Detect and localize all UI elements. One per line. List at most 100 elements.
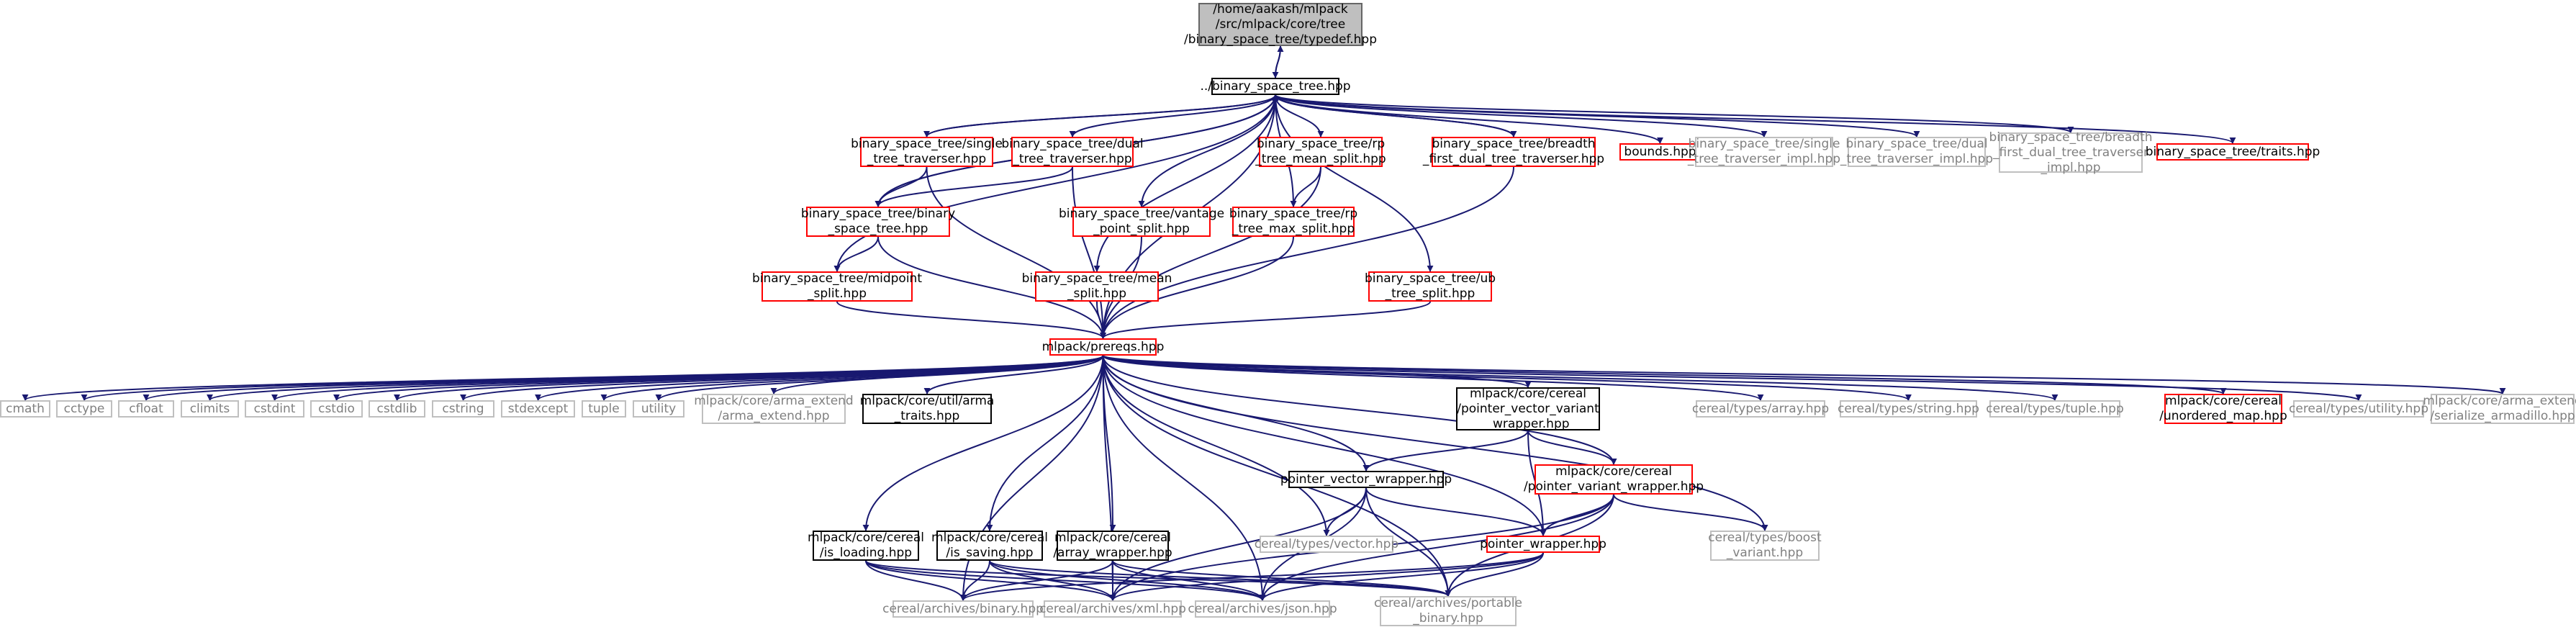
node-boost-variant: cereal/types/boost _variant.hpp [1708,531,1822,561]
edge-prereqs-to-arma_extend [770,355,1104,394]
edge-is_saving-to-ca_json [989,560,1266,601]
edge-is_saving-to-ca_xml [989,560,1116,601]
edge-midpoint-to-prereqs [836,301,1106,339]
node-unordered-map[interactable]: mlpack/core/cereal /unordered_map.hpp [2159,394,2287,424]
edge-bst_hpp-to-mean_split [1093,94,1276,272]
edge-bst_hpp-to-dual_impl [1275,94,1920,137]
node-traits-hpp[interactable]: binary_space_tree/traits.hpp [2146,143,2320,161]
edge-bst_hpp-to-vantage [1138,94,1276,207]
edge-pvvw-to-pvw [1362,430,1529,472]
edge-bst_hpp-to-rp_mean [1275,94,1324,137]
edge-prereqs-to-ct_array [1102,355,1764,401]
edge-prereqs-to-array_wrapper [1102,355,1116,531]
edge-pointer_wrapper-to-ca_portable [1445,552,1544,597]
edge-is_loading-to-ca_portable [865,560,1452,597]
node-pointer-variant-wrapper[interactable]: mlpack/core/cereal /pointer_variant_wrap… [1523,464,1704,495]
node-ub-tree-split[interactable]: binary_space_tree/ub _tree_split.hpp [1364,271,1496,302]
node-cereal-types-vector: cereal/types/vector.hpp [1255,536,1398,553]
edge-prereqs-to-boost_variant [1102,355,1768,531]
node-cereal-types-tuple: cereal/types/tuple.hpp [1986,400,2124,418]
edge-array_wrapper-to-ca_portable [1112,560,1452,597]
edge-array_wrapper-to-ca_binary [959,560,1113,601]
node-cereal-types-utility: cereal/types/utility.hpp [2289,400,2428,418]
node-bounds-hpp[interactable]: bounds.hpp [1619,143,1701,161]
edge-single_trav-to-bst_hpp [926,94,1279,137]
edge-prereqs-to-ct_utility [1102,355,2362,401]
edge-is_loading-to-ca_xml [865,560,1116,601]
edge-bst_hpp-to-traits [1275,94,2236,144]
node-rp-tree-max-split[interactable]: binary_space_tree/rp _tree_max_split.hpp [1229,207,1358,237]
node-cstdio: cstdio [310,400,363,418]
edge-pointer_wrapper-to-ca_json [1259,552,1544,601]
node-vantage-point-split[interactable]: binary_space_tree/vantage _point_split.h… [1058,207,1225,237]
edge-prereqs-to-ct_tuple [1102,355,2058,401]
edge-prereqs-to-ct_vector [1102,355,1330,536]
edge-prereqs-to-is_loading [862,355,1104,531]
edge-rp_mean-to-prereqs [1100,166,1321,339]
node-rp-tree-mean-split[interactable]: binary_space_tree/rp _tree_mean_split.hp… [1255,137,1386,167]
edge-pvarw-to-boost_variant [1613,494,1768,531]
node-cereal-types-string: cereal/types/string.hpp [1838,400,1979,418]
edge-bst_hpp-to-ub_split [1275,94,1434,272]
edge-rp_max-to-prereqs [1100,236,1294,339]
node-binary-space-tree-hpp[interactable]: ../binary_space_tree.hpp [1200,78,1351,95]
node-tuple: tuple [582,400,626,418]
node-stdexcept: stdexcept [501,400,575,418]
edge-bst_hpp-to-midpoint [833,94,1276,272]
edge-prereqs-to-unordered_map [1102,355,2227,394]
edge-bst_inner-to-midpoint [833,236,879,272]
node-dual-tree-traverser-impl: binary_space_tree/dual _tree_traverser_i… [1840,137,1994,167]
node-midpoint-split[interactable]: binary_space_tree/midpoint _split.hpp [752,271,922,302]
node-single-tree-traverser[interactable]: binary_space_tree/single _tree_traverser… [851,137,1003,167]
node-is-loading[interactable]: mlpack/core/cereal /is_loading.hpp [808,531,924,561]
edge-pointer_wrapper-to-ca_binary [959,552,1544,601]
node-archives-binary: cereal/archives/binary.hpp [882,600,1044,618]
edge-prereqs-to-pointer_wrapper [1102,355,1547,536]
node-archives-portable-binary: cereal/archives/portable _binary.hpp [1374,596,1522,626]
edge-pointer_wrapper-to-ca_xml [1109,552,1544,601]
node-is-saving[interactable]: mlpack/core/cereal /is_saving.hpp [931,531,1048,561]
node-single-tree-traverser-impl: binary_space_tree/single _tree_traverser… [1687,137,1841,167]
edge-prereqs-to-is_saving [986,355,1104,531]
node-pointer-vector-wrapper[interactable]: pointer_vector_wrapper.hpp [1280,471,1452,488]
edge-dual_trav-to-prereqs [1072,166,1106,339]
edge-dual_trav-to-bst_inner [875,166,1073,207]
edge-bst_hpp-to-root [1275,45,1284,78]
edge-is_loading-to-ca_json [865,560,1266,601]
node-cctype: cctype [56,400,112,418]
edge-bst_hpp-to-bounds [1275,94,1663,144]
edge-bst_hpp-to-dual_trav [1069,94,1276,137]
node-mlpack-prereqs[interactable]: mlpack/prereqs.hpp [1042,338,1164,356]
node-cmath: cmath [0,400,50,418]
edge-array_wrapper-to-ca_json [1112,560,1266,601]
node-pointer-vector-variant-wrapper[interactable]: mlpack/core/cereal /pointer_vector_varia… [1456,386,1600,431]
node-binary-space-tree-inner[interactable]: binary_space_tree/binary _space_tree.hpp [800,207,956,237]
node-arma-traits[interactable]: mlpack/core/util/arma _traits.hpp [859,394,995,424]
edge-ub_split-to-prereqs [1100,301,1431,339]
edge-prereqs-to-ca_binary [959,355,1104,601]
node-cstdint: cstdint [245,400,304,418]
node-pointer-wrapper[interactable]: pointer_wrapper.hpp [1480,536,1606,553]
node-dual-tree-traverser[interactable]: binary_space_tree/dual _tree_traverser.h… [1001,137,1144,167]
edge-prereqs-to-ca_json [1102,355,1266,601]
node-archives-xml: cereal/archives/xml.hpp [1039,600,1186,618]
edge-single_trav-to-prereqs [926,166,1106,339]
node-breadth-first-dual-tree-traverser[interactable]: binary_space_tree/breadth _first_dual_tr… [1422,137,1605,167]
node-cstdlib: cstdlib [369,400,425,418]
edge-prereqs-to-arma_traits [923,355,1104,394]
edge-breadth-to-bst_hpp [1272,94,1514,137]
edge-breadth-to-prereqs [1100,166,1514,339]
node-serialize-armadillo: mlpack/core/arma_extend /serialize_armad… [2423,394,2576,424]
edge-pvvw-to-pvarw [1527,430,1617,465]
node-root-typedef-hpp[interactable]: /home/aakash/mlpack /src/mlpack/core/tre… [1184,1,1378,47]
node-utility: utility [633,400,684,418]
node-archives-json: cereal/archives/json.hpp [1188,600,1337,618]
node-mean-split[interactable]: binary_space_tree/mean _split.hpp [1021,271,1172,302]
edge-bst_hpp-to-single_impl [1275,94,1768,137]
node-cereal-types-array: cereal/types/array.hpp [1692,400,1829,418]
edge-prereqs-to-ser_arma [1102,355,2505,394]
edge-is_loading-to-ca_binary [865,560,967,601]
node-array-wrapper[interactable]: mlpack/core/cereal /array_wrapper.hpp [1053,531,1172,561]
